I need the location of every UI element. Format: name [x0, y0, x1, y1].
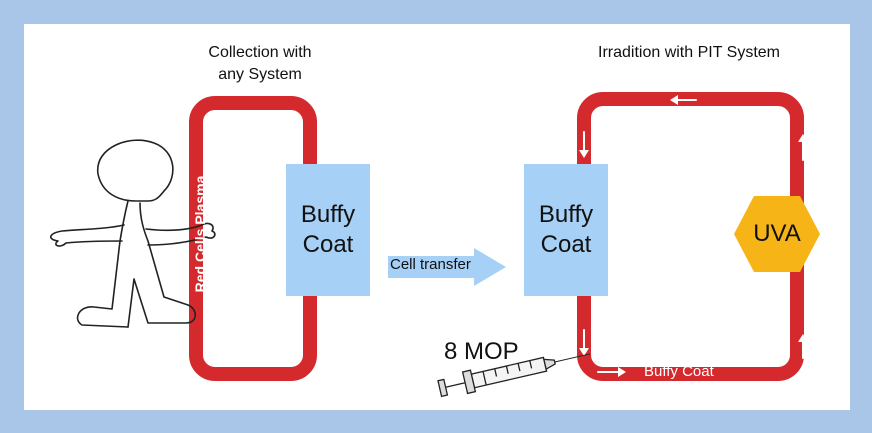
stick-figure-icon — [50, 139, 216, 328]
uva-lamp-icon — [734, 196, 820, 272]
syringe-icon — [437, 353, 590, 398]
8-mop-label: 8 MOP — [444, 338, 519, 365]
diagram-panel: Collection with any System Red Cells Pla… — [24, 24, 850, 410]
cell-transfer-arrow-icon — [388, 248, 506, 286]
cell-transfer-label: Cell transfer — [390, 256, 471, 273]
uva-label: UVA — [753, 220, 801, 247]
buffy-coat-box-collection: Buffy Coat — [286, 164, 370, 296]
flow-arrows — [579, 95, 808, 377]
irradiation-title: Irradition with PIT System — [598, 44, 780, 61]
buffy-coat-box-irradiation: Buffy Coat — [524, 164, 608, 296]
buffy-coat-tube-label: Buffy Coat — [644, 363, 714, 380]
collection-title: Collection with any System — [208, 44, 312, 83]
red-cells-plasma-label: Red Cells Plasma — [192, 175, 208, 293]
